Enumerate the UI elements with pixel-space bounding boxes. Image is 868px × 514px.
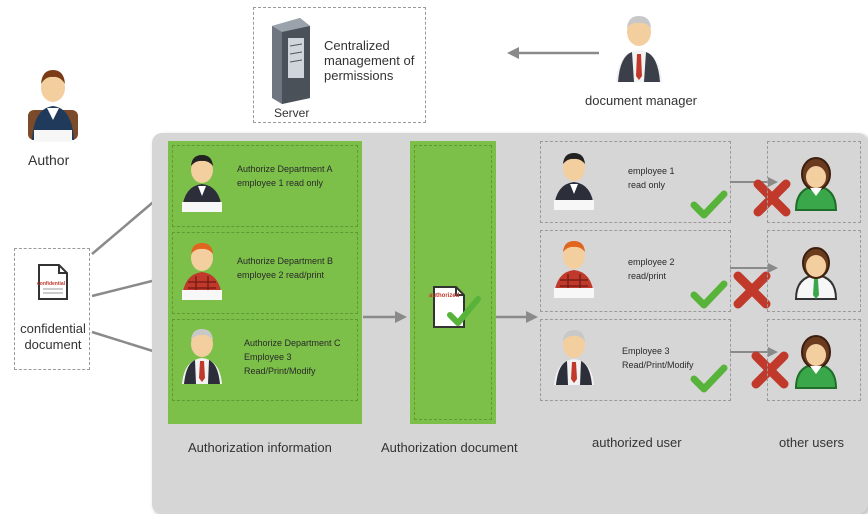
employee-3-avatar [182,329,222,384]
authorized-user-1-text: employee 1 read only [628,166,675,190]
other-user-3-avatar [794,335,838,389]
document-to-users-arrow [496,311,538,323]
manager-to-server-arrow [507,47,599,59]
document-manager-avatar [616,16,662,82]
confidential-document-label: confidential document [20,321,86,352]
cross-icon [753,179,791,217]
confidential-stamp: confidential [37,281,66,287]
confidential-document-box: confidential confidential document [14,248,90,370]
server-box: Centralized management of permissions Se… [253,7,426,123]
authorized-user-2-text: employee 2 read/print [628,257,675,281]
blocked-arrows [730,177,778,357]
caption-authorization-document: Authorization document [381,440,518,455]
author-avatar [28,70,78,142]
caption-other-users: other users [779,435,845,450]
authorized-user-2-avatar [554,241,594,298]
other-user-2-avatar [794,247,838,300]
check-icon [690,280,728,309]
cross-icon [751,351,789,389]
server-icon [272,18,310,104]
authorized-user-3-box [540,319,731,401]
document-manager-label: document manager [585,93,698,108]
caption-authorization-information: Authorization information [188,440,332,455]
info-to-document-arrow [363,311,407,323]
employee-1-avatar [182,155,222,212]
authorized-user-3-text: Employee 3 Read/Print/Modify [622,346,694,370]
server-label: Server [274,106,310,120]
authorized-document-icon [433,286,481,328]
authorized-user-1-avatar [554,153,594,210]
check-icon [690,364,728,393]
employee-2-avatar [182,243,222,300]
server-description: Centralized management of permissions [324,38,415,83]
authorized-stamp: authorized [429,293,460,299]
authorization-document-inner [414,145,492,420]
authorization-a-text: Authorize Department A employee 1 read o… [237,164,333,188]
other-user-2-box [767,230,861,312]
authorization-row-a [172,145,358,227]
authorized-user-2-box [540,230,731,312]
authorization-c-text: Authorize Department C Employee 3 Read/P… [244,338,341,376]
author-label: Author [28,152,70,168]
document-icon [38,264,68,300]
other-user-1-box [767,141,861,223]
authorization-row-b [172,232,358,314]
other-user-3-box [767,319,861,401]
authorization-b-text: Authorize Department B employee 2 read/p… [237,256,334,280]
check-icon [690,190,728,219]
authorization-document-column [410,141,496,424]
other-user-1-avatar [794,157,838,211]
cross-icon [733,271,771,309]
authorized-user-3-avatar [554,330,594,385]
authorization-row-c [172,319,358,401]
caption-authorized-user: authorized user [592,435,682,450]
